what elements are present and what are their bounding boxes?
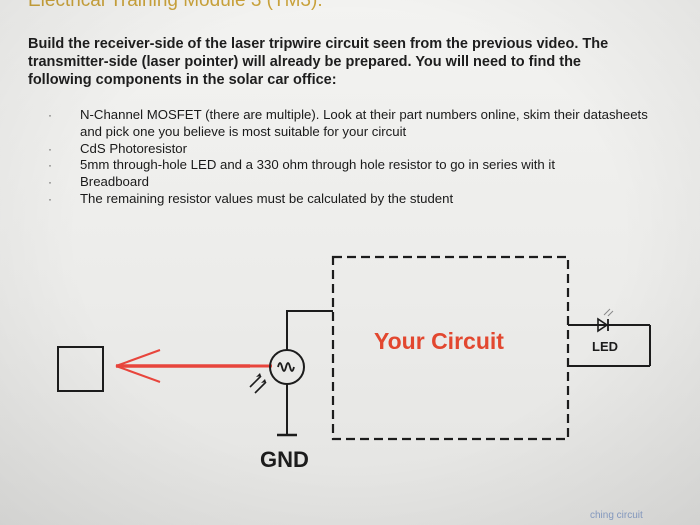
list-item-text: Breadboard — [80, 174, 149, 190]
list-item: · Breadboard — [48, 174, 658, 191]
list-item: · N-Channel MOSFET (there are multiple). … — [48, 107, 658, 141]
bullet-marker: · — [48, 191, 52, 206]
intro-paragraph: Build the receiver-side of the laser tri… — [28, 36, 609, 88]
led-wiring — [568, 324, 651, 367]
list-item-text: CdS Photoresistor — [80, 140, 188, 156]
component-list: · N-Channel MOSFET (there are multiple). … — [48, 107, 658, 208]
bullet-marker: · — [48, 108, 52, 122]
photoresistor-symbol — [249, 310, 305, 435]
bullet-marker: · — [48, 175, 52, 190]
circuit-diagram: GND Your Circuit LED — [57, 255, 651, 472]
cutoff-link-text: ching circuit — [590, 510, 643, 521]
your-circuit-label: Your Circuit — [374, 328, 504, 354]
gnd-label: GND — [260, 447, 309, 472]
your-circuit-box — [331, 255, 570, 441]
led-diode-icon — [597, 308, 614, 333]
bullet-marker: · — [48, 158, 52, 173]
laser-beam — [115, 349, 272, 383]
list-item-text: N-Channel MOSFET (there are multiple). L… — [80, 107, 648, 139]
list-item-text: The remaining resistor values must be ca… — [80, 190, 454, 206]
list-item-text: 5mm through-hole LED and a 330 ohm throu… — [80, 157, 556, 173]
led-label: LED — [592, 339, 618, 354]
list-item: · 5mm through-hole LED and a 330 ohm thro… — [48, 157, 658, 174]
list-item: · The remaining resistor values must be c… — [48, 190, 658, 208]
module-title: Electrical Training Module 3 (TM3): — [28, 0, 323, 11]
bullet-marker: · — [48, 141, 52, 156]
laser-transmitter-box — [57, 346, 104, 392]
list-item: · CdS Photoresistor — [48, 140, 658, 158]
